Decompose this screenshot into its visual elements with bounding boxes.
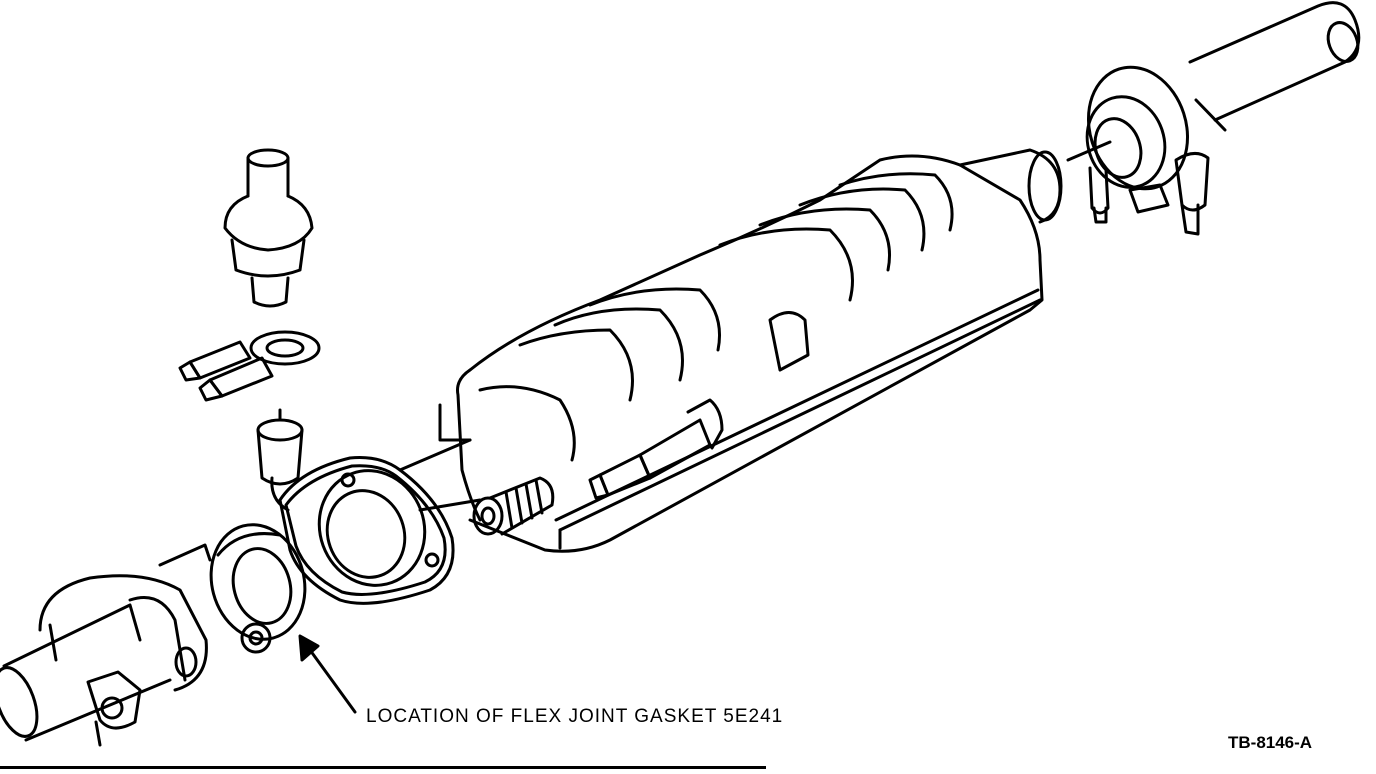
upper-right-pipe [1188,1,1361,132]
callout-arrow [298,634,357,714]
flex-joint-gasket-callout: LOCATION OF FLEX JOINT GASKET 5E241 [366,706,784,727]
figure-id: TB-8146-A [1228,733,1313,752]
check-valve [223,148,314,308]
sensor-fitting [588,398,724,500]
bottom-rule [0,766,766,769]
flex-joint-gasket [209,523,307,654]
upper-clamp-assembly [1066,65,1210,236]
threaded-nipple [472,476,555,536]
flex-joint-flange [278,456,455,605]
lower-left-pipe [0,543,212,747]
gasket-and-fittings [178,330,321,512]
catalytic-converter [398,148,1063,553]
